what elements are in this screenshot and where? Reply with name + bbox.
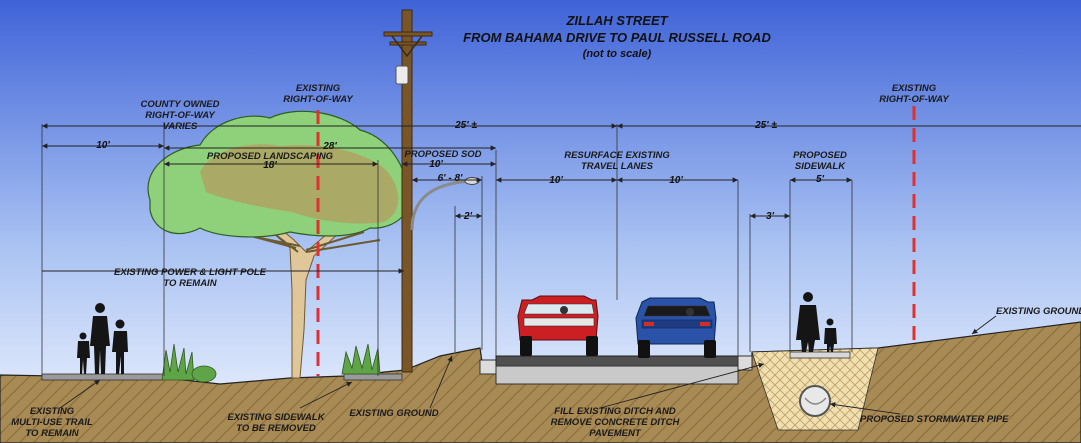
dim-lane-right: 10' [669, 175, 683, 186]
family-silhouette [77, 303, 128, 374]
pole-transformer [395, 65, 409, 85]
dim-trail-width: 10' [96, 140, 110, 151]
dim-half-left: 25' ± [455, 120, 477, 131]
scale-note: (not to scale) [582, 48, 652, 60]
stormwater-pipe-shade [804, 397, 827, 405]
existing-ground-mid-label: EXISTING GROUND [349, 408, 439, 419]
diagram-title: ZILLAH STREET [566, 13, 668, 28]
road-curb-right [737, 355, 753, 371]
dim-half-right: 25' ± [755, 120, 777, 131]
dim-gutter-right: 3' [766, 211, 774, 222]
car-red [517, 295, 599, 356]
dim-landscape-total: 28' [323, 141, 337, 152]
dim-landscape-inner: 18' [263, 160, 277, 171]
reference-lines [41, 124, 853, 376]
car-blue [635, 297, 717, 358]
dim-lane-left: 10' [549, 175, 563, 186]
dim-gutter-left: 2' [464, 211, 472, 222]
pole-crossarm-upper [383, 31, 433, 37]
road-base [495, 365, 739, 385]
proposed-landscaping-label: PROPOSED LANDSCAPING [206, 151, 334, 162]
proposed-sod-label: PROPOSED SOD [404, 149, 482, 160]
shrub-right [341, 343, 381, 375]
existing-ground-right-label: EXISTING GROUND [996, 306, 1081, 317]
dimension-lines [42, 123, 1081, 274]
dim-light-arm: 6' - 8' [437, 173, 463, 184]
proposed-sidewalk [789, 351, 851, 359]
shrub-left [161, 343, 217, 383]
diagram-title-line2: FROM BAHAMA DRIVE TO PAUL RUSSELL ROAD [463, 30, 771, 45]
dim-sod-width: 10' [429, 159, 443, 170]
adult-child-silhouette [796, 292, 837, 352]
tree-branches [235, 231, 381, 253]
stormwater-pipe [799, 385, 831, 417]
existing-sidewalk [343, 373, 403, 381]
multi-use-trail [41, 373, 165, 381]
road-pavement [495, 355, 739, 367]
light-fixture [464, 177, 480, 185]
pole-brace [391, 35, 423, 58]
pole-crossarm-lower [389, 41, 427, 46]
dim-sidewalk-width: 5' [816, 174, 824, 185]
power-pole [401, 9, 413, 373]
leader-lines [59, 315, 997, 415]
stormwater-label: PROPOSED STORMWATER PIPE [860, 414, 1009, 425]
road-curb-left [479, 359, 497, 375]
